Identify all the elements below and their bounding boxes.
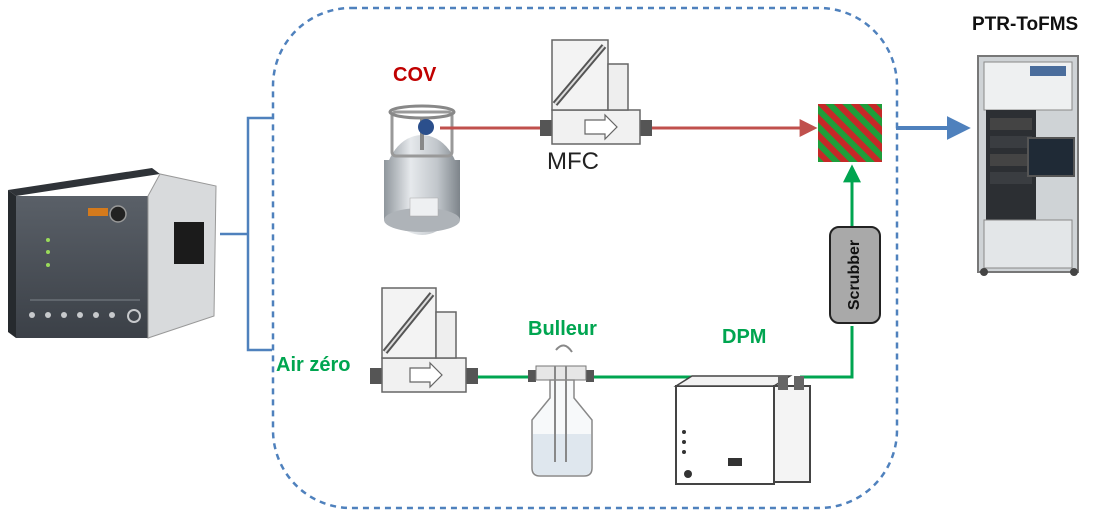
instrument-title: PTR-ToFMS [972,14,1079,35]
zero-air-generator-icon [8,168,217,339]
dilution-system-boundary [271,6,899,510]
scrubber-box: Scrubber [829,226,881,324]
zero-air-flow-line-3 [800,326,854,379]
gas-canister-icon [384,104,460,235]
air-zero-label: Air zéro [276,354,351,376]
bubbler-flask-icon [528,344,594,477]
scrubber-label: Scrubber [846,239,863,311]
mass-flow-controller-icon [370,287,478,393]
scrubber-box-frame [829,226,881,324]
brace-connector [220,116,272,352]
ptr-tofms-instrument-icon [977,55,1079,276]
mixing-point-icon [818,104,882,162]
dpm-label: DPM [722,326,767,348]
dew-point-monitor-icon [673,375,811,485]
mass-flow-controller-icon [540,39,652,145]
mfc-label: MFC [547,148,599,175]
cov-label: COV [393,64,437,86]
bulleur-label: Bulleur [528,318,597,340]
